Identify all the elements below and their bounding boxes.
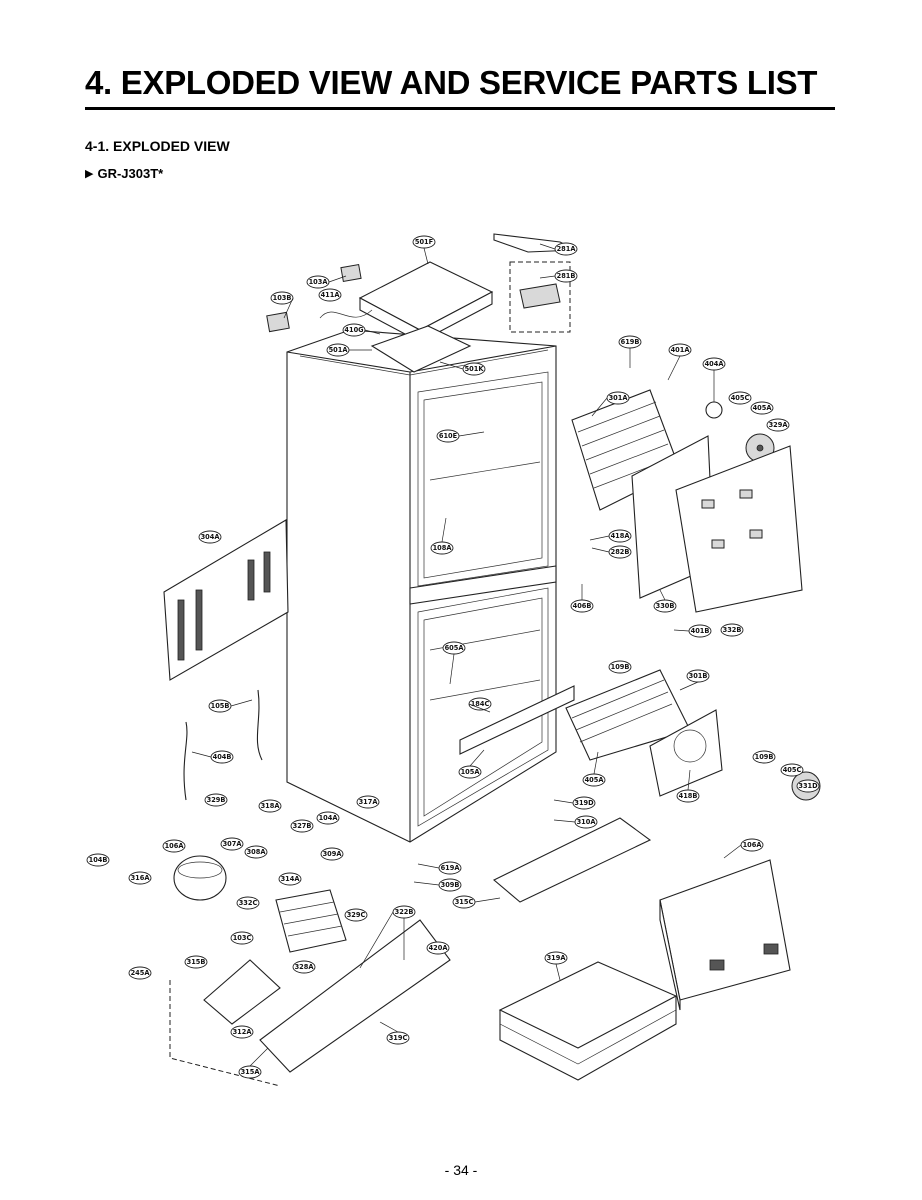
callout-329a: 329A xyxy=(769,421,789,429)
lower-cover xyxy=(459,685,652,903)
callout-418b: 405A xyxy=(585,776,605,784)
callout-109b-lower: 105A xyxy=(461,768,481,776)
callout-282b: 282B xyxy=(611,548,630,556)
callout-315c: 322B xyxy=(395,908,414,916)
callout-103a: 103A xyxy=(309,278,329,286)
callout-327b: 104A xyxy=(319,814,339,822)
callout-281a: 281A xyxy=(557,245,577,253)
callout-619a: 309A xyxy=(323,850,343,858)
callout-319d: 317A xyxy=(359,798,379,806)
callout-406b: 406B xyxy=(573,602,592,610)
compressor xyxy=(173,855,451,1073)
callout-304a: 304A xyxy=(201,533,221,541)
callout-405a: 405A xyxy=(753,404,773,412)
callout-308a: 307A xyxy=(223,840,243,848)
callout-315a: 319C xyxy=(389,1034,408,1042)
drain-tubes xyxy=(183,689,263,801)
callout-420a: 103C xyxy=(233,934,252,942)
leader-lines xyxy=(191,243,742,1067)
callout-405c: 405C xyxy=(731,394,750,402)
cabinet-body xyxy=(286,329,557,843)
model-label: ▶ GR-J303T* xyxy=(85,166,163,181)
callout-405c-lower: 109B xyxy=(755,753,774,761)
callout-314a: 316A xyxy=(131,874,151,882)
callout-401b: 401B xyxy=(691,627,710,635)
callout-105b: 105B xyxy=(211,702,230,710)
callout-316a: 104B xyxy=(89,856,108,864)
callout-307a: 106A xyxy=(165,842,185,850)
callout-501f: 501F xyxy=(415,238,433,246)
callout-418a: 418A xyxy=(611,532,631,540)
callout-104b: 619A xyxy=(441,864,461,872)
callout-318a: 329B xyxy=(207,796,226,804)
section-heading: 4-1. EXPLODED VIEW xyxy=(85,138,230,154)
callout-328a: 315B xyxy=(187,958,206,966)
callout-317a: 318A xyxy=(261,802,281,810)
callout-315b-lower: 315A xyxy=(241,1068,261,1076)
callout-319c: 312A xyxy=(233,1028,253,1036)
back-panel xyxy=(163,519,289,681)
callout-309b: 314A xyxy=(281,875,301,883)
callout-281b: 281B xyxy=(557,272,576,280)
callout-103c: 315C xyxy=(455,898,474,906)
tray xyxy=(498,961,678,1081)
callout-501k: 501K xyxy=(465,365,485,373)
callout-330b: 330B xyxy=(656,602,675,610)
callout-319a: 328A xyxy=(295,963,315,971)
callout-329c: 332C xyxy=(239,899,258,907)
callout-501a: 501A xyxy=(329,346,349,354)
callout-332c: 106A xyxy=(743,841,763,849)
callout-301b: 301B xyxy=(689,672,708,680)
callout-106a-lower: 309B xyxy=(441,881,460,889)
triangle-right-icon: ▶ xyxy=(85,168,94,180)
callout-401a: 401A xyxy=(671,346,691,354)
callout-184c: 184C xyxy=(471,700,490,708)
callout-411a: 411A xyxy=(321,291,341,299)
page-title: 4. EXPLODED VIEW AND SERVICE PARTS LIST xyxy=(85,64,818,101)
freezer-duct-panels xyxy=(631,435,803,613)
callout-104a: 319D xyxy=(574,799,594,807)
page-number: - 34 - xyxy=(444,1162,478,1178)
callout-331d: 418B xyxy=(679,792,698,800)
callout-315b: 420A xyxy=(429,944,449,952)
callout-605a: 605A xyxy=(445,644,465,652)
callout-108a: 108A xyxy=(433,544,453,552)
callout-309a: 308A xyxy=(247,848,267,856)
callout-410g: 410G xyxy=(344,326,363,334)
callout-105a: 404B xyxy=(213,753,232,761)
callout-329b: 331D xyxy=(798,782,818,790)
title-underline xyxy=(85,107,835,110)
model-name: GR-J303T* xyxy=(97,166,164,181)
callout-labels: 501F 281A 103A 281B 411A 103B 410G 501A … xyxy=(86,235,820,1079)
callout-332b: 332B xyxy=(723,626,742,634)
callout-312a: 245A xyxy=(131,969,151,977)
callout-310a: 327B xyxy=(293,822,312,830)
callout-404a: 404A xyxy=(705,360,725,368)
callout-109b: 109B xyxy=(611,663,630,671)
callout-610e: 610E xyxy=(439,432,458,440)
crisper-drawer xyxy=(659,859,791,1011)
callout-619b: 619B xyxy=(621,338,640,346)
callout-106a: 310A xyxy=(577,818,597,826)
callout-103b: 103B xyxy=(273,294,292,302)
callout-322b: 329C xyxy=(347,911,366,919)
refrigerator-evaporator xyxy=(565,669,821,801)
callout-245a: 319A xyxy=(547,954,567,962)
callout-301a: 301A xyxy=(609,394,629,402)
callout-405a-lower: 405C xyxy=(783,766,802,774)
top-control-box xyxy=(266,261,494,373)
